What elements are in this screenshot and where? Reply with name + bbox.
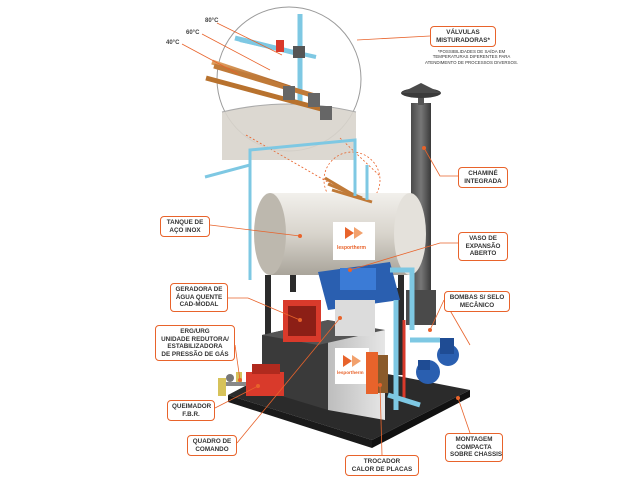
temp-label-80: 80°C	[205, 18, 219, 24]
brand-logo-box: lesportherm	[337, 370, 364, 375]
gas-regulator	[218, 372, 246, 396]
pumps	[416, 338, 459, 384]
zoom-magnifier	[205, 6, 362, 160]
burner	[246, 364, 284, 396]
temp-label-40: 40°C	[166, 40, 180, 46]
brand-logo-tank: lesportherm	[337, 245, 366, 251]
temp-label-60: 60°C	[186, 30, 200, 36]
expansion-vessel	[318, 262, 400, 310]
mixing-valves-small	[324, 158, 373, 204]
water-pipes	[387, 267, 440, 410]
plate-heat-exchanger	[366, 352, 388, 394]
stainless-tank	[254, 193, 426, 275]
